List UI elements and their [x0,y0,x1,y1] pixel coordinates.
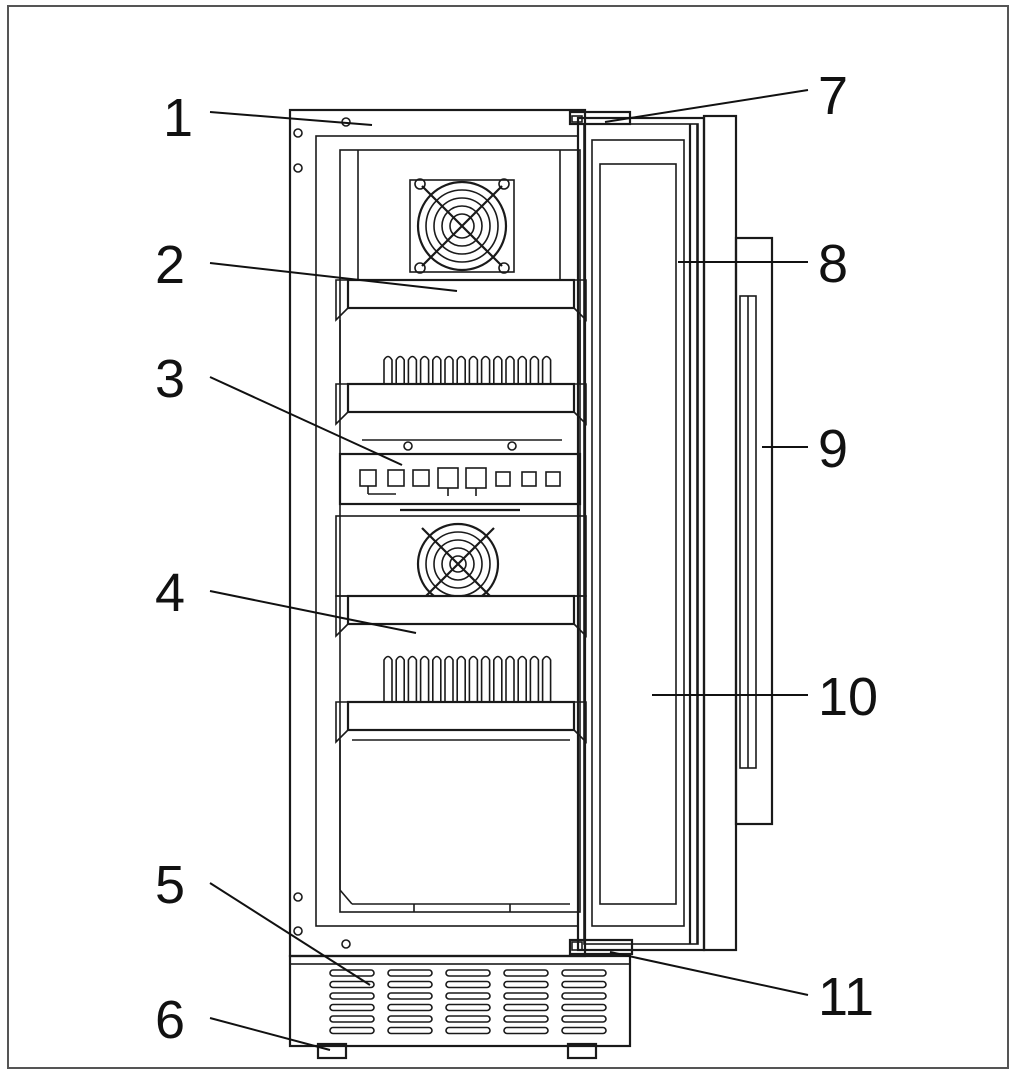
evaporator-fin [432,355,442,384]
grille-slot [561,969,607,977]
grille-slot [561,1003,607,1012]
grille-slot [561,992,607,1000]
control-panel [338,452,582,512]
upper-fins [378,355,557,385]
evaporator-fin [541,355,552,384]
upper-shelf [335,278,587,384]
page-frame [7,5,1009,1069]
evaporator-fin [407,655,418,702]
grille-slot [503,1003,549,1012]
callout-5: 5 [155,855,185,915]
evaporator-fin [505,655,515,702]
evaporator-fin [541,655,552,702]
grille-slot [445,969,491,977]
callout-2: 2 [155,235,185,295]
evaporator-fin [419,655,430,702]
grille-slot [387,1003,433,1012]
grille-slot [387,980,433,989]
grille-slot [503,1026,549,1035]
evaporator-fin [432,655,442,702]
grille-slot [561,980,607,989]
evaporator-fin [383,655,393,702]
grille-slot [503,1015,549,1023]
evaporator-fin [468,655,479,702]
grille-slot [445,980,491,989]
evaporator-fin [456,655,466,702]
grille-slot [503,980,549,989]
grille-slot [329,1015,375,1023]
evaporator-fin [529,655,540,702]
evaporator-fin [517,655,527,702]
callout-11: 11 [818,967,874,1027]
callout-1: 1 [163,88,193,148]
callout-7: 7 [818,66,848,126]
grille-slot [387,1015,433,1023]
middle-shelf [335,382,587,451]
grille-slot [503,992,549,1000]
evaporator-fin [480,355,491,384]
grille-slot [329,1026,375,1035]
upper-fan [409,178,515,274]
base-grille [288,954,632,1048]
grille-slot [561,1026,607,1035]
evaporator-fin [517,355,527,384]
evaporator-fin [456,355,466,384]
leveling-feet [290,1042,630,1060]
grille-slot [387,992,433,1000]
grille-slot [387,969,433,977]
grille-slot [445,1003,491,1012]
grille-slot [445,1026,491,1035]
grille-slot [445,1015,491,1023]
leader-lines [209,89,809,1051]
callout-9: 9 [818,419,848,479]
grille-slot [329,992,375,1000]
callout-10: 10 [818,667,878,727]
grille-slot [561,1015,607,1023]
door-handle [734,236,774,826]
door [576,114,738,952]
evaporator-fin [468,355,479,384]
lower-fan [335,515,587,606]
grille-slot [503,969,549,977]
bottom-shelf [335,700,587,912]
evaporator-fin [419,355,430,384]
evaporator-fin [395,655,405,702]
evaporator-fin [444,355,454,384]
evaporator-fin [383,355,393,384]
callout-4: 4 [155,563,185,623]
evaporator-fin [493,655,503,702]
evaporator-fin [444,655,454,702]
callout-labels: 1 2 3 4 5 6 7 8 9 10 11 [155,66,878,1050]
cabinet [288,108,587,958]
callout-6: 6 [155,990,185,1050]
grille-slot [329,969,375,977]
evaporator-fin [395,355,405,384]
lower-fins [378,655,557,703]
grille-slot [329,1003,375,1012]
evaporator-fin [493,355,503,384]
evaporator-fin [529,355,540,384]
evaporator-fin [480,655,491,702]
grille-slot [387,1026,433,1035]
callout-3: 3 [155,349,185,409]
lower-shelf [335,594,587,638]
grille-slot [445,992,491,1000]
evaporator-fin [505,355,515,384]
callout-8: 8 [818,234,848,294]
grille-slot [329,980,375,989]
evaporator-fin [407,355,418,384]
